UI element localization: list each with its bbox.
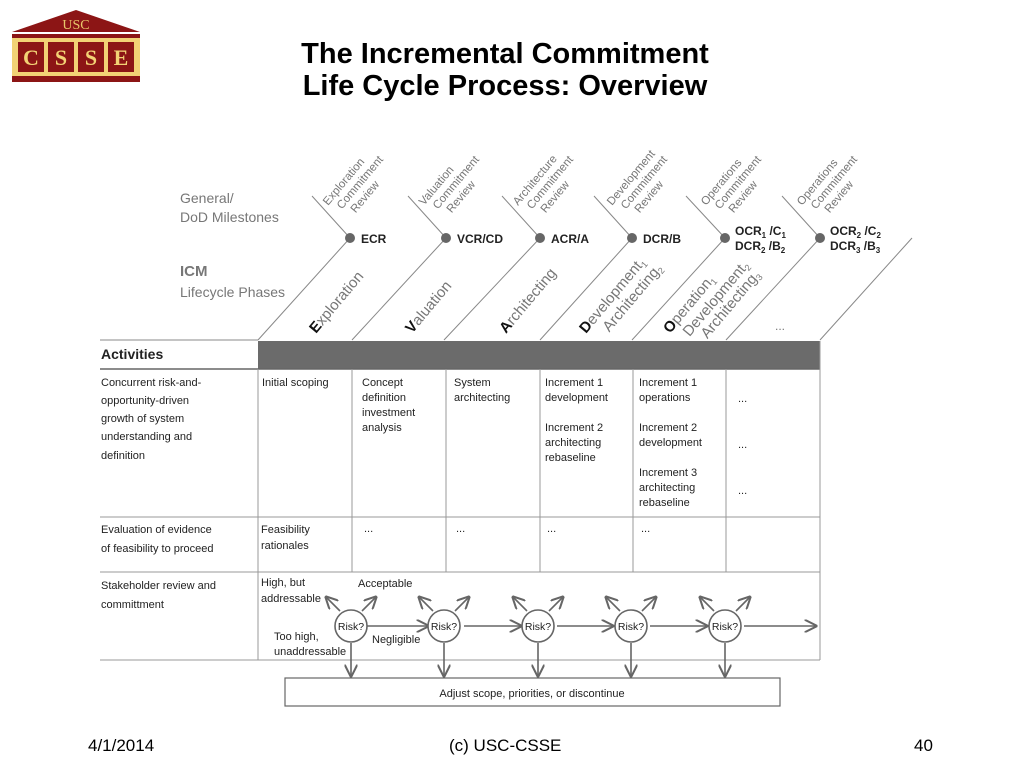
svg-text:Risk?: Risk? <box>712 621 738 633</box>
footer-page-number: 40 <box>914 736 933 755</box>
svg-text:Exploration: Exploration <box>306 268 367 336</box>
svg-text:Risk?: Risk? <box>431 621 457 633</box>
svg-text:Acceptable: Acceptable <box>358 578 412 590</box>
svg-text:.........: ......... <box>738 393 747 497</box>
svg-text:...: ... <box>775 319 785 333</box>
svg-text:S: S <box>55 45 67 70</box>
risk-labels: Risk? Risk? Risk? Risk? Risk? <box>338 621 738 633</box>
adjust-label: Adjust scope, priorities, or discontinue <box>439 688 624 700</box>
svg-text:E: E <box>114 45 129 70</box>
logo-top-text: USC <box>62 18 89 33</box>
svg-text:...: ... <box>456 523 465 535</box>
svg-text:...: ... <box>641 523 650 535</box>
svg-text:ECR: ECR <box>361 232 387 246</box>
svg-text:ACR/A: ACR/A <box>551 232 589 246</box>
review-labels: ExplorationCommitmentReview ValuationCom… <box>321 145 870 225</box>
svg-text:DoD Milestones: DoD Milestones <box>180 209 279 225</box>
table-grid <box>100 341 821 661</box>
risk-flow <box>326 597 816 676</box>
svg-text:Risk?: Risk? <box>525 621 551 633</box>
svg-text:Valuation: Valuation <box>402 278 455 337</box>
footer-date: 4/1/2014 <box>88 736 155 755</box>
activities-bar <box>258 341 820 369</box>
title-line-2: Life Cycle Process: Overview <box>302 70 708 102</box>
svg-text:DevelopmentCommitmentReview: DevelopmentCommitmentReview <box>605 145 680 225</box>
svg-text:...: ... <box>364 523 373 535</box>
usc-csse-logo: USC C S S E <box>12 10 140 82</box>
diagonal-lines <box>257 195 913 341</box>
svg-text:ValuationCommitmentReview: ValuationCommitmentReview <box>417 145 492 225</box>
svg-text:Initial scoping: Initial scoping <box>262 377 329 389</box>
slide-title: The Incremental Commitment Life Cycle Pr… <box>180 38 830 102</box>
svg-text:OCR1 /C1: OCR1 /C1 <box>735 224 786 240</box>
svg-text:OperationsCommitmentReview: OperationsCommitmentReview <box>699 145 774 225</box>
svg-text:DCR/B: DCR/B <box>643 232 681 246</box>
svg-text:Development1Architecting2: Development1Architecting2 <box>576 250 667 349</box>
activities-header: Activities <box>101 346 163 362</box>
svg-text:Too high,unaddressable: Too high,unaddressable <box>274 631 346 658</box>
svg-text:Architecting: Architecting <box>496 265 560 337</box>
svg-text:VCR/CD: VCR/CD <box>457 232 503 246</box>
milestones-label: General/ DoD Milestones <box>180 190 279 225</box>
footer-copyright: (c) USC-CSSE <box>449 736 562 755</box>
svg-text:...: ... <box>547 523 556 535</box>
phases-label: Lifecycle Phases <box>180 284 285 300</box>
logo-letters: C S S E <box>18 42 134 72</box>
svg-text:ExplorationCommitmentReview: ExplorationCommitmentReview <box>321 145 396 225</box>
svg-text:DCR2 /B2: DCR2 /B2 <box>735 239 786 255</box>
adjust-box <box>284 677 781 707</box>
svg-text:OperationsCommitmentReview: OperationsCommitmentReview <box>795 145 870 225</box>
svg-text:Risk?: Risk? <box>618 621 644 633</box>
svg-text:S: S <box>85 45 97 70</box>
svg-text:Risk?: Risk? <box>338 621 364 633</box>
svg-text:C: C <box>23 45 39 70</box>
svg-text:Negligible: Negligible <box>372 634 420 646</box>
milestone-markers: ECR VCR/CD ACR/A DCR/B OCR1 /C1 DCR2 /B2… <box>345 224 881 255</box>
title-line-1: The Incremental Commitment <box>301 38 709 70</box>
svg-text:Concurrent risk-and-opportunit: Concurrent risk-and-opportunity-drivengr… <box>101 377 202 462</box>
svg-text:ArchitectureCommitmentReview: ArchitectureCommitmentReview <box>511 145 586 225</box>
svg-text:OCR2 /C2: OCR2 /C2 <box>830 224 881 240</box>
svg-text:General/: General/ <box>180 190 234 206</box>
icm-label: ICM <box>180 263 208 280</box>
svg-text:DCR3 /B3: DCR3 /B3 <box>830 239 881 255</box>
